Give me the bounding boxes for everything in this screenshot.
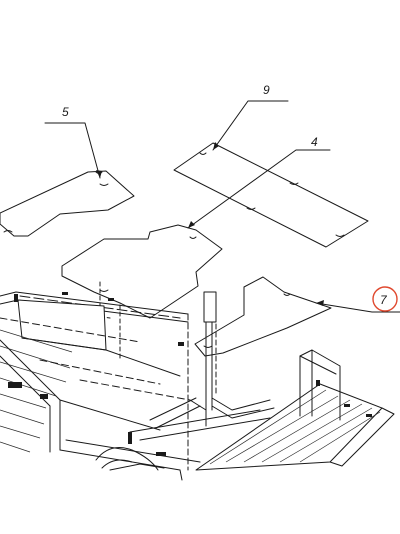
- callout-label-7: 7: [380, 293, 388, 307]
- plate-7[interactable]: [194, 276, 332, 357]
- highlight-circle: [372, 286, 398, 312]
- callout-labels: 5 9 4 7: [62, 83, 398, 312]
- plate-5[interactable]: [0, 170, 135, 237]
- plate-4[interactable]: [61, 224, 223, 319]
- leader-lines: [44, 100, 400, 313]
- callout-label-5: 5: [62, 105, 69, 119]
- assembly-guide-lines: [99, 281, 217, 471]
- right-platform: [195, 349, 395, 471]
- plate-9[interactable]: [173, 142, 369, 248]
- frame-structure: [0, 291, 271, 481]
- callout-label-9: 9: [263, 83, 270, 97]
- callout-label-4: 4: [311, 135, 318, 149]
